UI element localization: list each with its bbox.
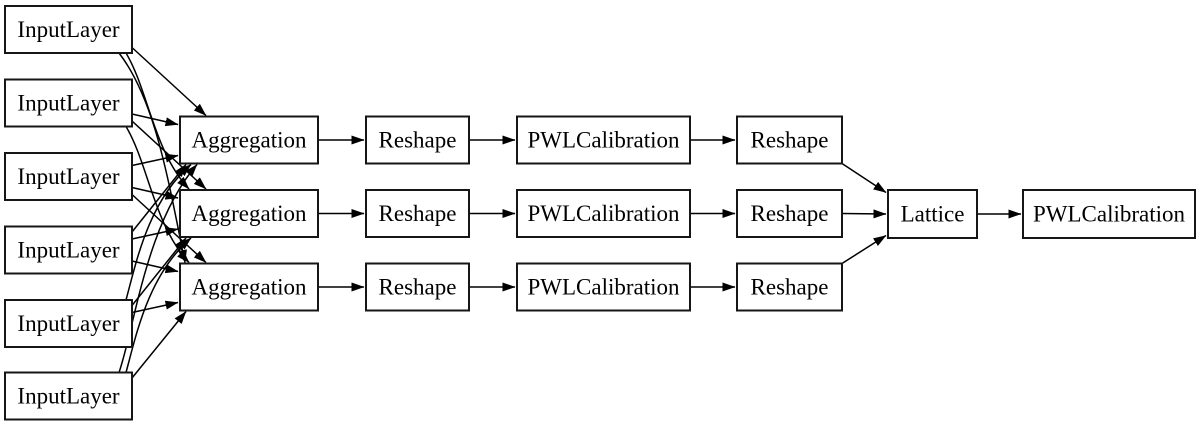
node-reshapeB2-box	[736, 189, 843, 238]
node-agg1-label: Aggregation	[192, 128, 307, 153]
node-pwl1-label: PWLCalibration	[527, 128, 680, 153]
edge-input6-agg1	[118, 164, 198, 373]
edge-input4-agg3	[131, 260, 179, 274]
edge-input4-agg1	[131, 164, 187, 233]
node-reshapeA3-box	[365, 262, 470, 312]
node-reshapeB1-label: Reshape	[751, 128, 829, 153]
edge-input3-agg2	[131, 186, 179, 200]
node-pwl1-box	[516, 115, 691, 165]
node-pwl2-box	[516, 189, 691, 238]
node-pwl3-label: PWLCalibration	[527, 275, 680, 300]
node-pwl2: PWLCalibration	[516, 189, 691, 238]
node-pwl2-label: PWLCalibration	[527, 201, 680, 226]
node-input2-box	[4, 78, 133, 128]
node-input5-label: InputLayer	[17, 311, 120, 336]
node-reshapeB3-box	[736, 262, 843, 312]
edge-input4-agg2	[131, 227, 179, 240]
node-reshapeA3-label: Reshape	[379, 275, 457, 300]
node-input2-label: InputLayer	[17, 91, 120, 116]
node-input6-label: InputLayer	[17, 384, 120, 409]
node-reshapeB3-label: Reshape	[751, 275, 829, 300]
node-input4-box	[4, 225, 133, 275]
node-reshapeB2-label: Reshape	[751, 201, 829, 226]
node-agg2-label: Aggregation	[192, 201, 307, 226]
node-input6-box	[4, 371, 133, 421]
node-input1-box	[4, 5, 133, 54]
node-agg3: Aggregation	[179, 262, 319, 312]
edge-input2-agg1	[131, 113, 179, 127]
node-input5-box	[4, 299, 133, 348]
edge-input5-agg1	[125, 163, 192, 301]
node-lattice: Lattice	[887, 189, 978, 239]
nodes-layer: InputLayerInputLayerInputLayerInputLayer…	[4, 5, 1196, 421]
node-reshapeA1-box	[365, 115, 470, 165]
node-input2: InputLayer	[4, 78, 133, 128]
node-pwl3: PWLCalibration	[516, 262, 691, 312]
node-agg1-box	[179, 115, 319, 165]
node-reshapeB2: Reshape	[736, 189, 843, 238]
node-agg3-box	[179, 262, 319, 312]
node-input6: InputLayer	[4, 371, 133, 421]
node-input4-label: InputLayer	[17, 238, 120, 263]
node-pwl3-box	[516, 262, 691, 312]
node-input5: InputLayer	[4, 299, 133, 348]
node-reshapeA2: Reshape	[365, 189, 470, 238]
edge-input6-agg3	[131, 311, 187, 379]
node-pwl1: PWLCalibration	[516, 115, 691, 165]
node-agg2-box	[179, 189, 319, 238]
node-pwlOut: PWLCalibration	[1022, 189, 1196, 239]
node-reshapeB1-box	[736, 115, 843, 165]
node-reshapeA3: Reshape	[365, 262, 470, 312]
node-input3: InputLayer	[4, 152, 133, 201]
node-reshapeA2-label: Reshape	[379, 201, 457, 226]
node-reshapeA1: Reshape	[365, 115, 470, 165]
node-agg1: Aggregation	[179, 115, 319, 165]
node-input3-box	[4, 152, 133, 201]
node-reshapeB1: Reshape	[736, 115, 843, 165]
node-input1: InputLayer	[4, 5, 133, 54]
edge-input5-agg3	[131, 300, 179, 314]
node-input3-label: InputLayer	[17, 164, 120, 189]
edge-input1-agg3	[118, 52, 187, 263]
edge-input3-agg1	[131, 153, 179, 167]
edge-input6-agg2	[125, 237, 192, 373]
node-agg3-label: Aggregation	[192, 275, 307, 300]
edge-input1-agg1	[131, 46, 207, 117]
edge-reshapeB2-lattice	[841, 209, 887, 219]
edge-input5-agg2	[131, 237, 187, 306]
node-input4: InputLayer	[4, 225, 133, 275]
node-lattice-label: Lattice	[901, 202, 965, 227]
edge-reshapeB3-lattice	[841, 234, 887, 265]
node-reshapeA2-box	[365, 189, 470, 238]
node-input1-label: InputLayer	[17, 17, 120, 42]
node-reshapeB3: Reshape	[736, 262, 843, 312]
node-agg2: Aggregation	[179, 189, 319, 238]
node-reshapeA1-label: Reshape	[379, 128, 457, 153]
node-pwlOut-box	[1022, 189, 1196, 239]
node-pwlOut-label: PWLCalibration	[1033, 202, 1186, 227]
edge-reshapeB1-lattice	[841, 162, 887, 194]
edges-layer	[118, 46, 1022, 379]
node-lattice-box	[887, 189, 978, 239]
